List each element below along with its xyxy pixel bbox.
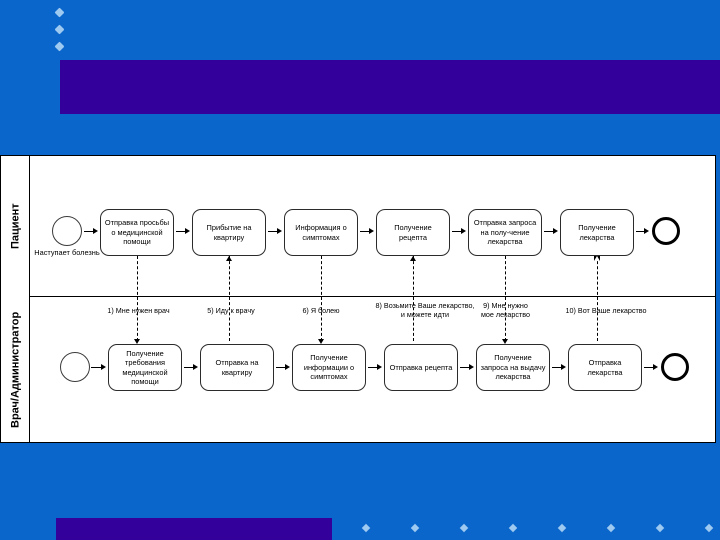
task-patient-5[interactable]: Отправка запроса на полу-чение лекарства [468, 209, 542, 256]
task-doctor-5[interactable]: Получение запроса на выдачу лекарства [476, 344, 550, 391]
message-flow-5 [229, 256, 230, 341]
message-flow-9 [505, 256, 506, 341]
message-flow-label-9: 9) Мне нужно мое лекарство [480, 301, 531, 319]
diamond-marker-icon [557, 523, 567, 533]
message-flow-label-10: 10) Вот Ваше лекарство [565, 306, 647, 315]
message-flow-arrow-icon [501, 339, 508, 344]
sequence-flow [91, 367, 103, 368]
sequence-flow [276, 367, 287, 368]
start-event-patient-label: Наступает болезнь [34, 248, 100, 257]
sequence-flow-arrow-icon [93, 227, 98, 234]
sequence-flow-arrow-icon [277, 227, 282, 234]
message-flow-1 [137, 256, 138, 341]
end-event-doctor[interactable] [661, 353, 689, 381]
footer-band [56, 518, 332, 540]
sequence-flow [84, 231, 95, 232]
task-patient-4[interactable]: Получение рецепта [376, 209, 450, 256]
task-patient-6[interactable]: Получение лекарства [560, 209, 634, 256]
diamond-marker-icon [704, 523, 714, 533]
sequence-flow-arrow-icon [644, 227, 649, 234]
sequence-flow [452, 231, 463, 232]
sequence-flow-arrow-icon [461, 227, 466, 234]
sequence-flow-arrow-icon [653, 363, 658, 370]
bpmn-diagram: Пациент Врач/Администратор Наступает бол… [0, 155, 716, 443]
sequence-flow [460, 367, 471, 368]
message-flow-label-8: 8) Возьмите Ваше лекарство, и можете идт… [375, 301, 475, 319]
sequence-flow-arrow-icon [469, 363, 474, 370]
slide-bullet-list [54, 4, 456, 55]
message-flow-arrow-icon [317, 339, 324, 344]
sequence-flow-arrow-icon [285, 363, 290, 370]
diamond-marker-icon [361, 523, 371, 533]
diamond-marker-icon [410, 523, 420, 533]
footer-marker-row [340, 518, 720, 540]
diamond-marker-icon [606, 523, 616, 533]
lane-label-patient: Пациент [9, 203, 22, 249]
diamond-marker-icon [459, 523, 469, 533]
task-doctor-2[interactable]: Отправка на квартиру [200, 344, 274, 391]
diamond-marker-icon [655, 523, 665, 533]
list-item [54, 38, 456, 55]
sequence-flow [360, 231, 371, 232]
lane-label-doctor: Врач/Администратор [9, 311, 22, 428]
message-flow-label-5: 5) Иду к врачу [207, 306, 255, 315]
message-flow-arrow-icon [133, 339, 140, 344]
lane-header-column: Пациент Врач/Администратор [1, 156, 30, 442]
lane-doctor: Получение требования медицинской помощи … [30, 297, 715, 442]
lane-divider [30, 296, 715, 297]
title-band [60, 60, 720, 114]
sequence-flow-arrow-icon [185, 227, 190, 234]
sequence-flow-arrow-icon [561, 363, 566, 370]
start-event-doctor[interactable] [60, 352, 90, 382]
task-patient-1[interactable]: Отправка просьбы о медицинской помощи [100, 209, 174, 256]
end-event-patient[interactable] [652, 217, 680, 245]
message-flow-6 [321, 256, 322, 341]
sequence-flow [552, 367, 563, 368]
sequence-flow-arrow-icon [193, 363, 198, 370]
sequence-flow [368, 367, 379, 368]
sequence-flow-arrow-icon [553, 227, 558, 234]
task-doctor-3[interactable]: Получение информации о симптомах [292, 344, 366, 391]
message-flow-label-6: 6) Я болею [302, 306, 340, 315]
task-doctor-6[interactable]: Отправка лекарства [568, 344, 642, 391]
start-event-patient[interactable] [52, 216, 82, 246]
message-flow-arrow-icon [225, 256, 232, 261]
message-flow-10 [597, 256, 598, 341]
task-patient-3[interactable]: Информация о симптомах [284, 209, 358, 256]
message-flow-8 [413, 256, 414, 341]
sequence-flow [636, 231, 646, 232]
sequence-flow [184, 367, 195, 368]
diamond-bullet-icon [54, 24, 65, 35]
list-item [54, 21, 456, 38]
sequence-flow [268, 231, 279, 232]
sequence-flow-arrow-icon [369, 227, 374, 234]
message-flow-arrow-icon [593, 256, 600, 261]
message-flow-label-1: 1) Мне нужен врач [107, 306, 170, 315]
task-doctor-1[interactable]: Получение требования медицинской помощи [108, 344, 182, 391]
diamond-bullet-icon [54, 41, 65, 52]
task-doctor-4[interactable]: Отправка рецепта [384, 344, 458, 391]
list-item [54, 4, 456, 21]
message-flow-arrow-icon [409, 256, 416, 261]
lane-patient: Наступает болезнь Отправка просьбы о мед… [30, 156, 715, 296]
sequence-flow-arrow-icon [101, 363, 106, 370]
sequence-flow [544, 231, 555, 232]
diamond-bullet-icon [54, 7, 65, 18]
task-patient-2[interactable]: Прибытие на квартиру [192, 209, 266, 256]
sequence-flow-arrow-icon [377, 363, 382, 370]
sequence-flow [176, 231, 187, 232]
diamond-marker-icon [508, 523, 518, 533]
sequence-flow [644, 367, 655, 368]
